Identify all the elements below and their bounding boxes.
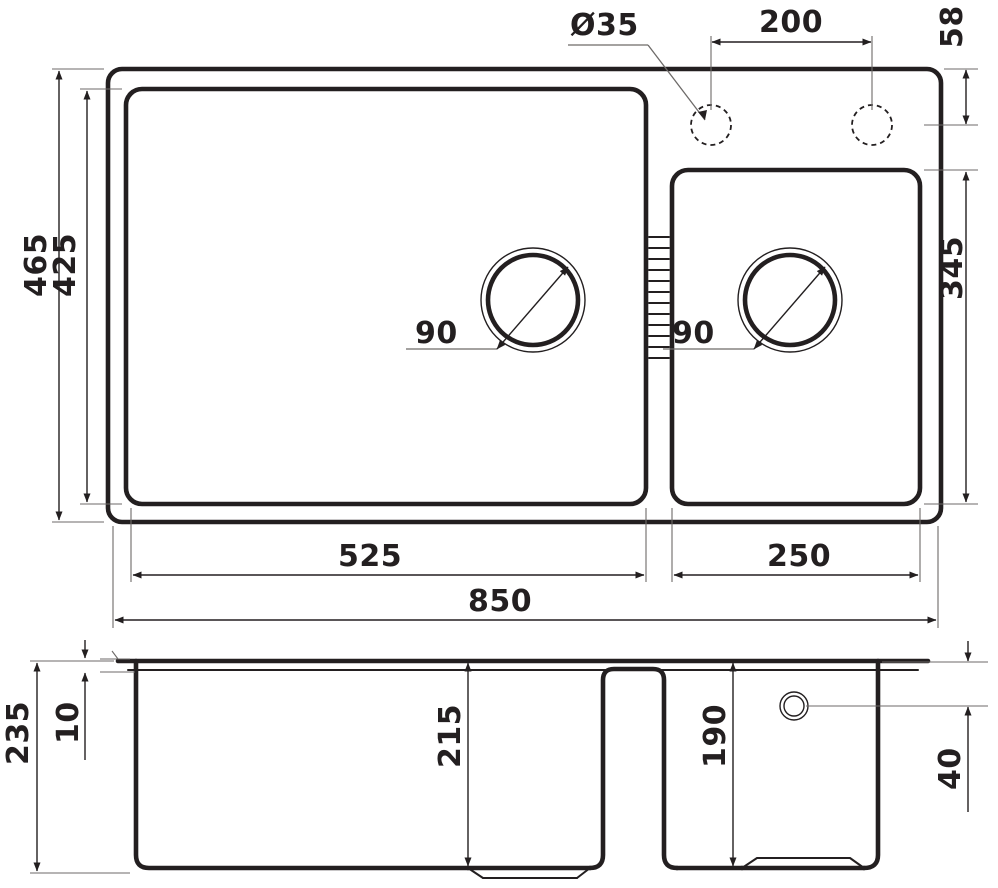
label-overall-depth: 465 bbox=[19, 233, 54, 297]
dim-tap-hole-diameter bbox=[568, 44, 707, 121]
sink-outer-body bbox=[105, 66, 944, 525]
dim-left-bowl-width bbox=[130, 508, 647, 582]
top-view-dimensions: Ø35 200 58 465 bbox=[19, 5, 978, 628]
dim-tap-hole-spacing bbox=[710, 36, 873, 110]
right-bowl-drain-recess bbox=[741, 857, 865, 869]
tap-hole-secondary bbox=[851, 104, 893, 146]
label-overall-width: 850 bbox=[468, 584, 532, 619]
label-tap-hole-spacing: 200 bbox=[759, 5, 823, 40]
dim-overall-height bbox=[30, 660, 130, 874]
left-bowl-outline bbox=[123, 86, 649, 507]
top-view-geometry bbox=[105, 66, 944, 525]
label-rim-thickness: 10 bbox=[51, 701, 86, 744]
label-right-bowl-height: 190 bbox=[698, 704, 733, 768]
drain-grooves bbox=[648, 236, 670, 359]
label-left-drain-diameter: 90 bbox=[415, 316, 458, 351]
dim-right-bowl-width bbox=[671, 508, 921, 582]
right-drain-outer-ring bbox=[737, 247, 843, 353]
label-right-bowl-depth: 345 bbox=[935, 236, 970, 300]
right-drain-inner-ring bbox=[742, 252, 838, 348]
section-view-dimensions: 235 10 215 190 bbox=[1, 640, 988, 874]
left-bowl-section-left-wall bbox=[133, 658, 471, 871]
dim-overall-depth bbox=[52, 68, 104, 523]
label-right-offset: 58 bbox=[935, 5, 970, 48]
section-drain-inner bbox=[783, 695, 805, 717]
left-drain-outer-ring bbox=[480, 247, 586, 353]
dim-right-drain-diameter bbox=[663, 266, 826, 350]
label-left-bowl-depth: 425 bbox=[48, 233, 83, 297]
right-bowl-section-right-wall bbox=[861, 658, 881, 871]
label-overall-height: 235 bbox=[1, 701, 36, 765]
right-bowl-outline bbox=[669, 167, 923, 507]
section-view-geometry bbox=[115, 658, 931, 879]
label-right-drain-diameter: 90 bbox=[672, 316, 715, 351]
label-right-bowl-drop: 40 bbox=[933, 747, 968, 790]
dim-right-offset bbox=[924, 68, 978, 126]
dim-rim-thickness bbox=[81, 640, 135, 760]
tap-hole-primary bbox=[690, 104, 732, 146]
left-drain-inner-ring bbox=[485, 252, 581, 348]
left-recess-edge-b bbox=[576, 867, 591, 879]
dim-left-drain-diameter bbox=[406, 266, 569, 350]
label-right-bowl-width: 250 bbox=[767, 539, 831, 574]
left-recess-edge-a bbox=[467, 867, 484, 879]
label-left-bowl-height: 215 bbox=[433, 704, 468, 768]
dim-left-bowl-depth bbox=[80, 88, 122, 505]
dim-overall-width bbox=[112, 526, 939, 628]
dim-right-bowl-drop bbox=[806, 641, 988, 812]
dim-right-bowl-depth bbox=[924, 169, 978, 505]
label-left-bowl-width: 525 bbox=[338, 539, 402, 574]
label-tap-hole-diameter: Ø35 bbox=[570, 8, 639, 43]
bowl-divider-section bbox=[587, 666, 680, 871]
